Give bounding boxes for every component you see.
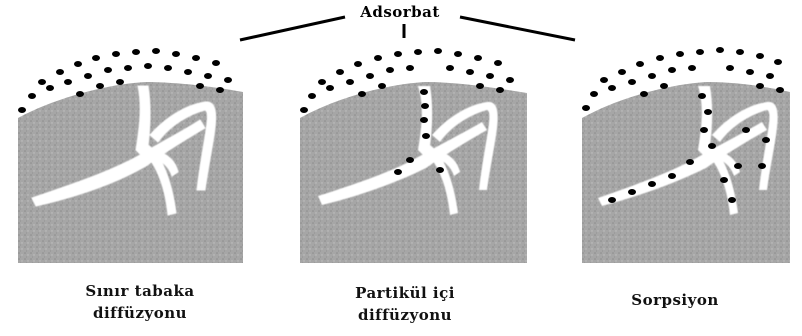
panel-boundary-layer-diffusion [18, 48, 243, 263]
panel-sorption [582, 47, 790, 263]
caption-line: diffüzyonu [20, 302, 260, 324]
caption-boundary-layer-diffusion: Sınır tabaka diffüzyonu [20, 280, 260, 324]
caption-intraparticle-diffusion: Partikül içi diffüzyonu [290, 282, 520, 326]
caption-line: Sınır tabaka [20, 280, 260, 302]
caption-sorption: Sorpsiyon [570, 289, 780, 311]
label-connectors [240, 17, 575, 40]
caption-line: Sorpsiyon [570, 289, 780, 311]
caption-line: Partikül içi [290, 282, 520, 304]
caption-line: diffüzyonu [290, 304, 520, 326]
panel-intraparticle-diffusion [300, 48, 527, 263]
